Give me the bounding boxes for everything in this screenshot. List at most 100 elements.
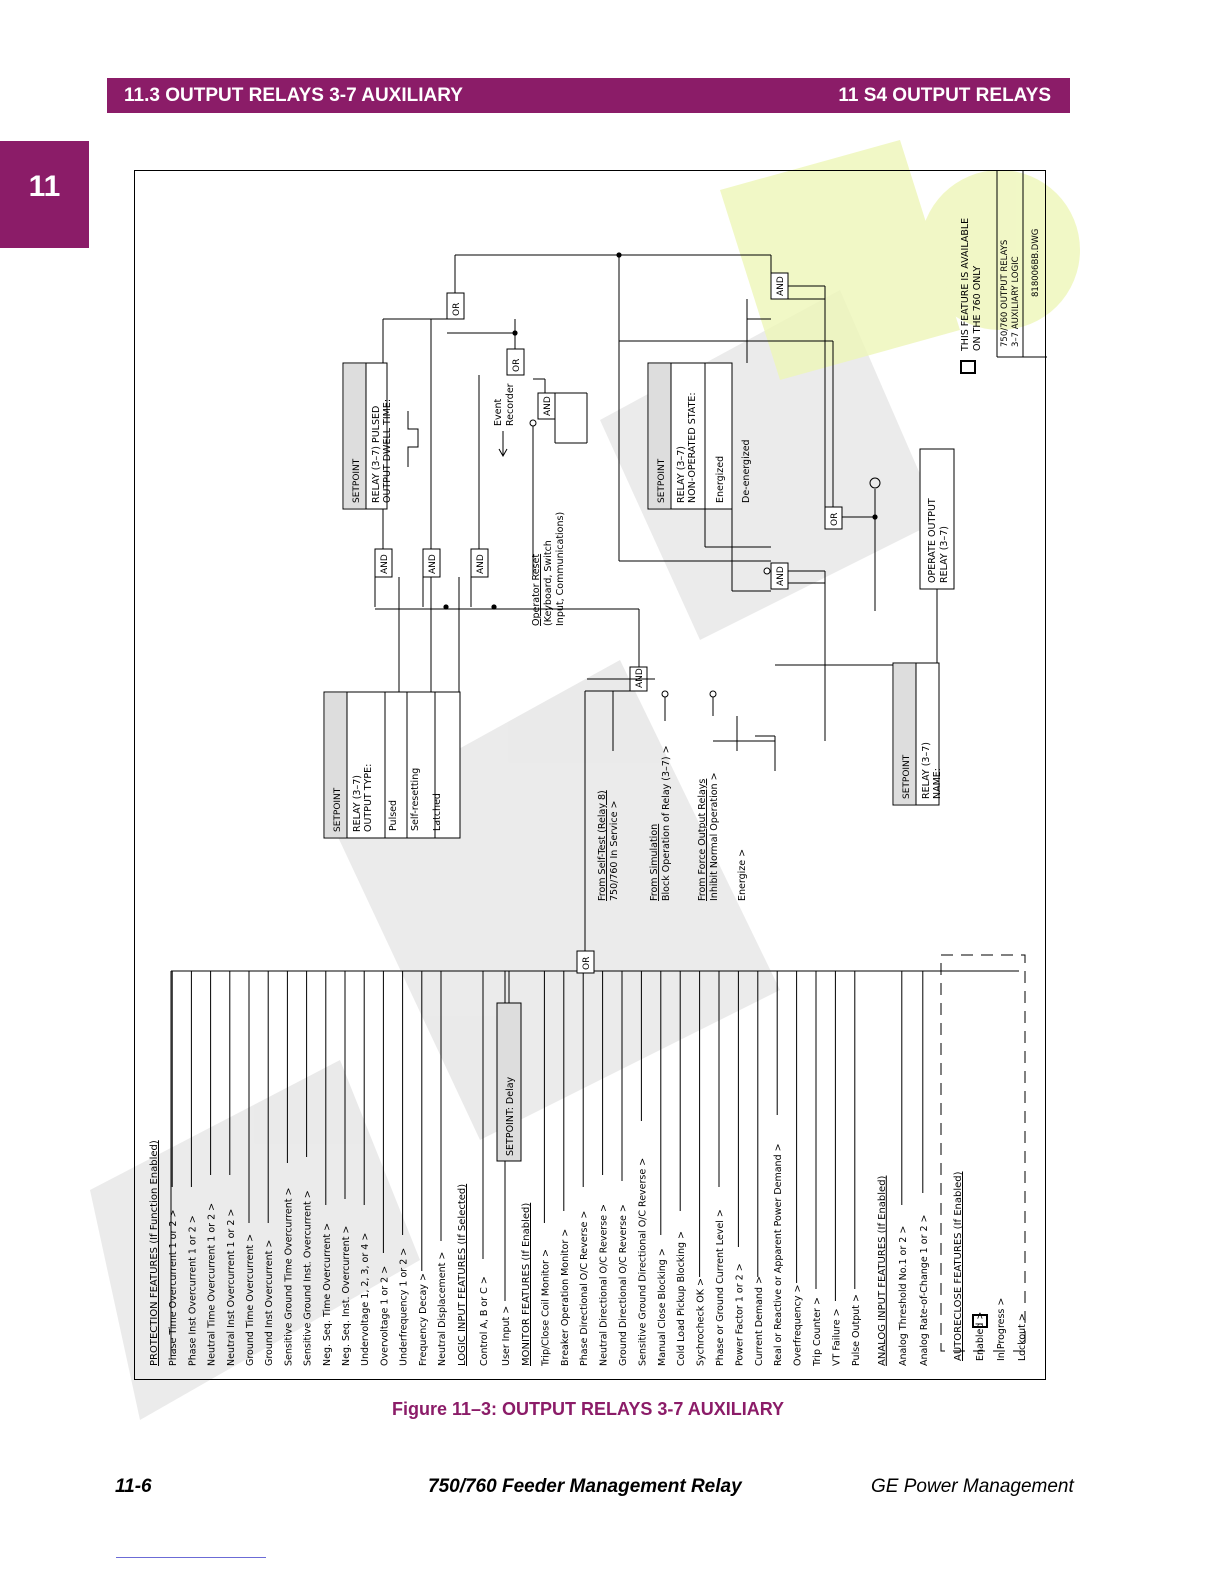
operate-output-box (919, 448, 955, 590)
setpoint-name-label: SETPOINT (902, 754, 912, 799)
input-label: User Input > (501, 1306, 512, 1366)
input-label: Lockout > (1017, 1313, 1028, 1361)
setpoint-pulsed-stipple (344, 364, 366, 508)
and-gate-pulsed-label: AND (380, 554, 390, 574)
input-label: Sychrocheck OK > (696, 1278, 707, 1366)
page-header: 11.3 OUTPUT RELAYS 3-7 AUXILIARY 11 S4 O… (107, 78, 1070, 113)
arrow (498, 448, 508, 458)
input-label: Neg. Seq. Inst. Overcurrent > (341, 1226, 352, 1366)
input-label: Control A, B or C > (479, 1276, 490, 1366)
input-label: Neg. Seq. Time Overcurrent > (322, 1223, 333, 1366)
operator-reset-title: Operator Reset (531, 554, 542, 626)
title-block-dwg: 818006BB.DWG (1031, 229, 1041, 297)
input-label: Current Demand > (754, 1276, 765, 1366)
autoreclose-dashed-box (940, 954, 1026, 1352)
input-label: Sensitive Ground Inst. Overcurrent > (303, 1190, 314, 1366)
and-gate-selfreset-label: AND (428, 554, 438, 574)
invert-bubble (529, 419, 537, 427)
setpoint-nonop-title: RELAY (3–7) (676, 446, 687, 503)
setpoint-output-type-label: SETPOINT (333, 787, 343, 832)
input-label: Analog Threshold No.1 or 2 > (898, 1226, 909, 1366)
group-header: ANALOG INPUT FEATURES (If Enabled) (877, 1175, 888, 1366)
option-label: Latched (432, 793, 443, 831)
mid-input-label: Block Operation of Relay (3–7) > (661, 745, 672, 901)
input-label: VT Failure > (831, 1308, 842, 1366)
mid-input-title: From Simulation (649, 824, 660, 901)
option-label: Energized (715, 456, 726, 503)
setpoint-nonop-title: NON-OPERATED STATE: (687, 392, 698, 503)
input-label: Ground Inst Overcurrent > (264, 1240, 275, 1366)
setpoint-pulsed-label: SETPOINT (352, 458, 362, 503)
setpoint-name-stipple (894, 664, 916, 804)
input-label: Phase Time Overcurrent 1 or 2 > (168, 1210, 179, 1366)
section-tab: 11 (0, 141, 89, 248)
input-label: Breaker Operation Monitor > (560, 1229, 571, 1366)
input-label: Neutral Directional O/C Reverse > (599, 1204, 610, 1366)
input-label: Neutral Inst Overcurrent 1 or 2 > (226, 1209, 237, 1366)
or-gate-inputs-label: OR (582, 957, 592, 970)
setpoint-pulsed-title: RELAY (3–7) PULSED (371, 406, 382, 503)
input-label: Pulse Output > (851, 1294, 862, 1366)
input-label: Phase or Ground Current Level > (715, 1209, 726, 1366)
input-label: Trip Counter > (812, 1297, 823, 1367)
and-gate-reset-label: AND (543, 396, 553, 416)
option-label: Pulsed (388, 800, 399, 831)
input-label: In Progress > (996, 1298, 1007, 1361)
title-block-name: 750/760 OUTPUT RELAYS (1000, 240, 1010, 347)
footer-title: 750/760 Feeder Management Relay (428, 1476, 742, 1497)
footer-rule (116, 1557, 266, 1558)
footer-company: GE Power Management (871, 1476, 1074, 1497)
input-label: Ground Directional O/C Reverse > (618, 1204, 629, 1366)
input-label: Underfrequency 1 or 2 > (399, 1248, 410, 1366)
group-header: MONITOR FEATURES (If Enabled) (521, 1203, 532, 1366)
input-label: Ground Time Overcurrent > (245, 1234, 256, 1366)
figure-caption: Figure 11–3: OUTPUT RELAYS 3-7 AUXILIARY (391, 1399, 785, 1419)
option-label: De-energized (741, 439, 752, 503)
input-label: Power Factor 1 or 2 > (734, 1263, 745, 1366)
input-label: Frequency Decay > (418, 1273, 429, 1366)
header-section-title: 11.3 OUTPUT RELAYS 3-7 AUXILIARY (124, 85, 463, 106)
input-label: Analog Rate-of-Change 1 or 2 > (919, 1214, 930, 1366)
input-label: Phase Inst Overcurrent 1 or 2 > (187, 1215, 198, 1366)
input-label: Overfrequency > (793, 1285, 804, 1366)
mid-input-label: 750/760 In Service > (609, 801, 620, 901)
invert-bubble (709, 690, 717, 698)
title-block-note: ON THE 760 ONLY (972, 266, 983, 351)
input-label: Phase Directional O/C Reverse > (579, 1211, 590, 1366)
pulse-symbol (407, 411, 419, 467)
input-label: Enabled > (975, 1312, 986, 1361)
setpoint-output-type-stipple (325, 693, 347, 837)
group-header: AUTORECLOSE FEATURES (If Enabled) (953, 1171, 964, 1361)
input-label: Sensitive Ground Time Overcurrent > (283, 1188, 294, 1366)
input-label: Real or Reactive or Apparent Power Deman… (773, 1143, 784, 1366)
input-label: Manual Close Blocking > (657, 1248, 668, 1366)
input-label: Overvoltage 1 or 2 > (379, 1266, 390, 1366)
header-chapter-title: 11 S4 OUTPUT RELAYS (838, 85, 1051, 106)
setpoint-pulsed-title: OUTPUT DWELL TIME: (382, 399, 393, 503)
and-gate-latched-label: AND (476, 554, 486, 574)
or-gate-reset-label: OR (512, 359, 522, 372)
setpoint-name-title: RELAY (3–7) (921, 742, 932, 799)
setpoint-nonop-label: SETPOINT (657, 458, 667, 503)
group-header: PROTECTION FEATURES (If Function Enabled… (149, 1140, 160, 1366)
and-gate-output-label: AND (776, 566, 786, 586)
setpoint-delay-label: SETPOINT: Delay (505, 1076, 516, 1156)
feature-760-icon (960, 360, 976, 374)
option-label: Self-resetting (410, 768, 421, 831)
or-gate-output-label: OR (830, 513, 840, 526)
operate-output-label: RELAY (3–7) (939, 526, 950, 583)
mid-input-title: From Force Output Relays (697, 779, 708, 901)
mid-input-label: Inhibit Normal Operation > (709, 772, 720, 901)
setpoint-delay-box (496, 1002, 522, 1162)
mid-input-label: Energize > (737, 849, 748, 901)
setpoint-output-type-title: OUTPUT TYPE: (363, 764, 374, 832)
input-label: Neutral Displacement > (437, 1252, 448, 1366)
junction-dot (443, 604, 449, 610)
operate-output-label: OPERATE OUTPUT (927, 498, 938, 583)
setpoint-output-type-title: RELAY (3–7) (352, 775, 363, 832)
invert-bubble (661, 690, 669, 698)
event-recorder-label: Recorder (505, 383, 516, 426)
group-header: LOGIC INPUT FEATURES (If Selected) (457, 1184, 468, 1366)
